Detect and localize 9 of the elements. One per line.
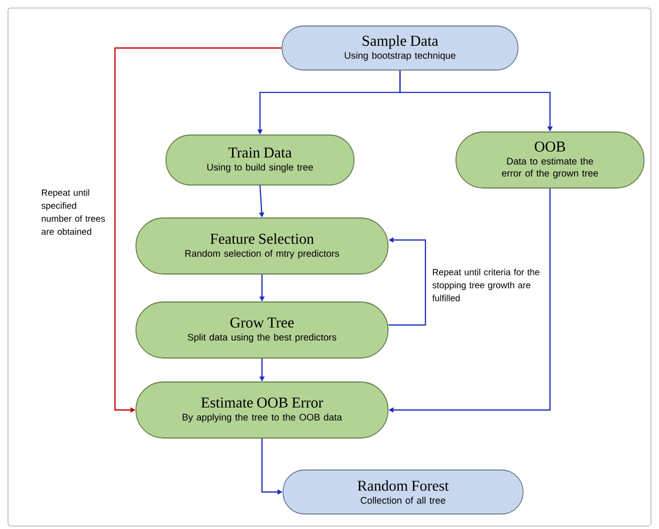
- process-box: OOB Data to estimate the error of the grown tree: [456, 132, 644, 188]
- edge-label: Repeat until criteria for the stopping tree growth are fulfilled: [432, 268, 540, 302]
- process-box: Train Data Using to build single tree: [166, 134, 354, 186]
- process-box: Feature Selection Random selection of mtry predictors: [136, 218, 388, 274]
- process-box: Sample Data Using bootstrap technique: [282, 26, 518, 70]
- process-box: Estimate OOB Error By applying the tree to the OOB data: [136, 382, 388, 438]
- process-box: Random Forest Collection of all tree: [282, 470, 524, 514]
- edge-label: Repeat until specified number of trees are obtained: [41, 189, 105, 235]
- process-box: Grow Tree Split data using the best predictors: [136, 302, 388, 358]
